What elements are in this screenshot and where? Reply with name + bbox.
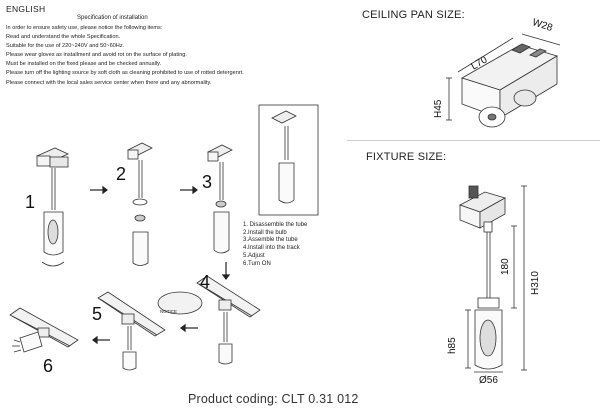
instruction-line: In order to ensure safety use, please no… xyxy=(6,25,163,31)
steps-list-item: 4.Install into the track xyxy=(243,245,300,252)
diameter-label: Ø56 xyxy=(479,375,498,386)
ceiling-pan-title: CEILING PAN SIZE: xyxy=(362,9,465,21)
pan-height-label: H45 xyxy=(433,99,444,118)
step-3-inset xyxy=(258,104,319,216)
step-1-number: 1 xyxy=(25,192,36,212)
instruction-line: Please turn off the lighting source by s… xyxy=(6,70,244,77)
section-divider xyxy=(347,140,600,141)
steps-list-item: 1. Disassemble the tube xyxy=(243,222,308,228)
step-1-drawing xyxy=(36,147,69,267)
step-6-number: 6 xyxy=(43,356,54,376)
step-3-drawing xyxy=(207,144,233,254)
fixture-title: FIXTURE SIZE: xyxy=(366,151,447,163)
instructions-list: In order to ensure safety use, please no… xyxy=(6,24,306,88)
rod-length-label: 180 xyxy=(500,258,511,275)
steps-list: 1. Disassemble the tube 2.Install the bu… xyxy=(243,222,307,268)
step-4-drawing xyxy=(157,275,261,365)
step-5-drawing xyxy=(97,291,166,371)
steps-list-item: 2.Install the bulb xyxy=(243,229,287,236)
ceiling-pan-drawing xyxy=(446,33,561,128)
notice-label: NOTICE xyxy=(160,309,178,314)
instruction-line: Suitable for the use of 220~240V and 50~… xyxy=(6,43,125,50)
steps-list-item: 6.Turn ON xyxy=(243,260,271,267)
spec-title: Specification of installation xyxy=(77,15,148,21)
step-3-number: 3 xyxy=(202,172,213,192)
steps-list-item: 5.Adjust xyxy=(243,252,265,259)
product-coding: Product coding: CLT 0.31 012 xyxy=(188,392,359,406)
instruction-line: Read and understand the whole Specificat… xyxy=(6,34,121,41)
step-6-drawing xyxy=(9,307,79,353)
step-2-drawing xyxy=(127,142,153,266)
instruction-line: Please wear gloves as installment and av… xyxy=(6,52,187,59)
step-arrows xyxy=(90,185,231,345)
instruction-line: Please connect with the local sales serv… xyxy=(6,79,212,86)
step-5-number: 5 xyxy=(92,304,103,324)
total-height-label: H310 xyxy=(530,271,541,295)
body-height-label: h85 xyxy=(447,337,458,354)
language-heading: ENGLISH xyxy=(6,4,46,14)
steps-list-item: 3.Assemble the tube xyxy=(243,237,298,244)
step-2-number: 2 xyxy=(116,164,127,184)
fixture-drawing xyxy=(458,185,527,373)
instruction-line: Must be installed on the fixed please an… xyxy=(6,61,162,68)
step-4-number: 4 xyxy=(200,272,211,292)
